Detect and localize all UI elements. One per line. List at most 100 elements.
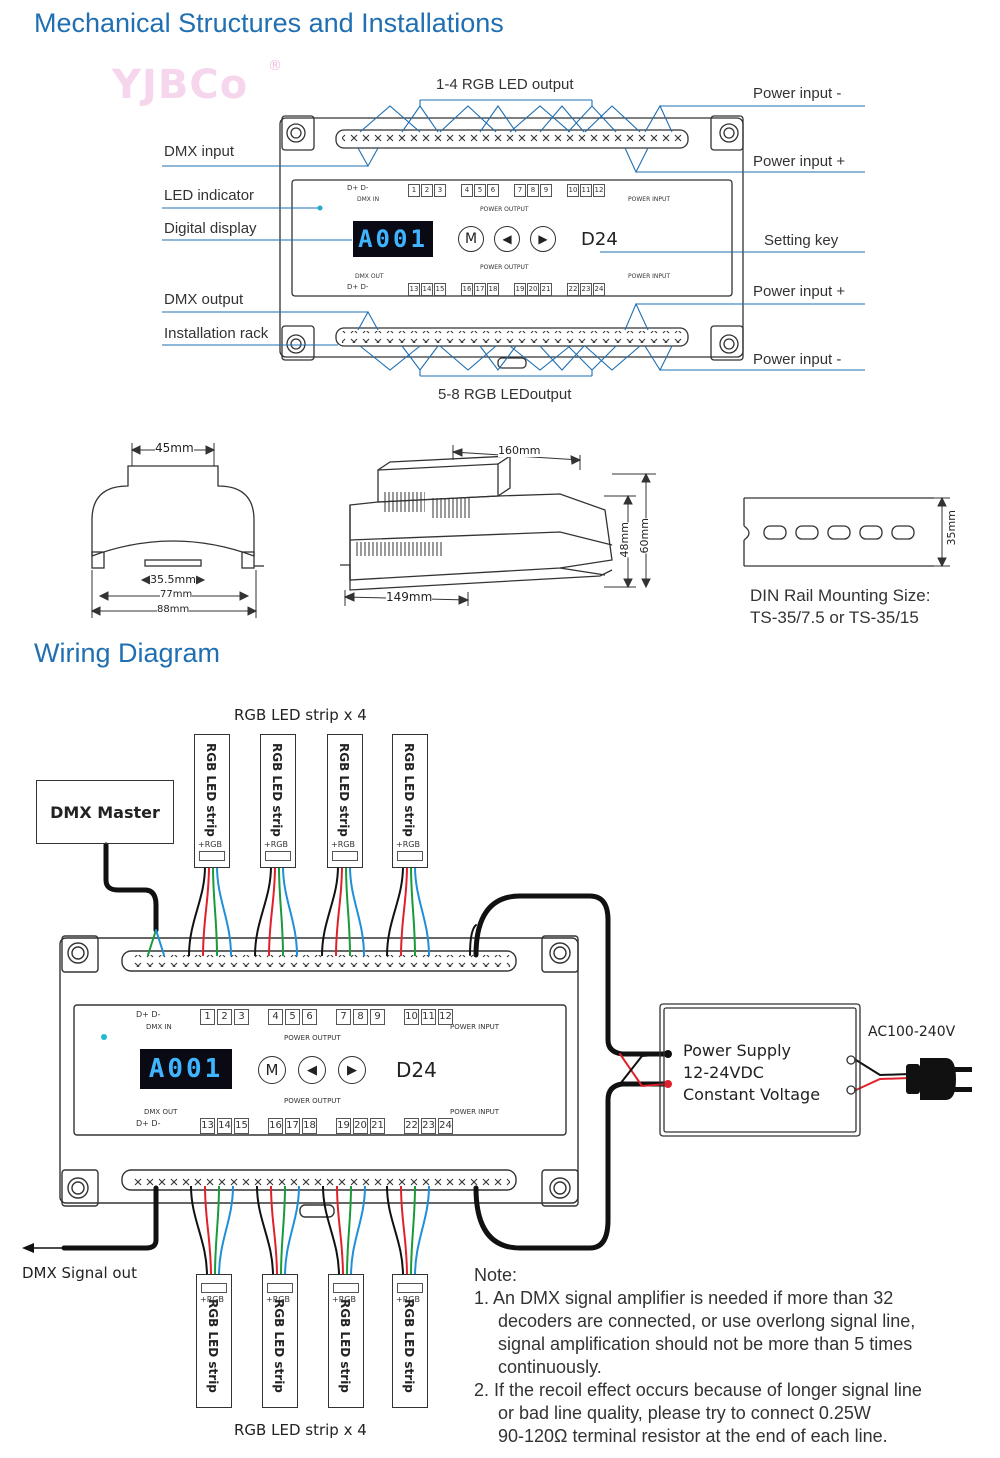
rgb-led-strip: RGB LED strip +RGB bbox=[194, 734, 230, 868]
channel-number: 14 bbox=[217, 1118, 232, 1134]
strip-wire bbox=[349, 865, 365, 957]
channel-number: 14 bbox=[421, 283, 433, 296]
strip-wire bbox=[212, 865, 218, 957]
channel-number: 13 bbox=[200, 1118, 215, 1134]
notes-heading: Note: bbox=[474, 1265, 518, 1285]
wiring-power-output-top: POWER OUTPUT bbox=[284, 1034, 341, 1042]
strip-wire bbox=[400, 1185, 408, 1277]
wiring-m-key[interactable]: M bbox=[258, 1056, 286, 1084]
strip-wire bbox=[400, 865, 408, 957]
mech-dmx-out: DMX OUT bbox=[355, 273, 384, 280]
strip-wire bbox=[345, 865, 351, 957]
label-power-minus-1: Power input - bbox=[753, 85, 842, 102]
wiring-left-key-icon[interactable]: ◀ bbox=[298, 1056, 326, 1084]
strip-wires bbox=[188, 865, 430, 1277]
channel-number: 16 bbox=[268, 1118, 283, 1134]
dim-160mm: 160mm bbox=[498, 444, 541, 457]
strip-wire bbox=[321, 865, 339, 957]
din-size-line1: DIN Rail Mounting Size: bbox=[750, 586, 931, 605]
rgb-led-strip: RGB LED strip+RGB bbox=[196, 1274, 232, 1408]
channel-number: 4 bbox=[268, 1009, 283, 1025]
dim-77mm: 77mm bbox=[160, 589, 193, 600]
label-setting-key: Setting key bbox=[764, 232, 839, 249]
note-1-line-4: continuously. bbox=[498, 1357, 602, 1377]
mech-power-input-bottom: POWER INPUT bbox=[628, 273, 671, 280]
strip-label: RGB LED strip bbox=[272, 1299, 286, 1393]
notes-block: Note: 1. An DMX signal amplifier is need… bbox=[474, 1264, 922, 1448]
note-2-line-2: or bad line quality, please try to conne… bbox=[498, 1403, 871, 1423]
channel-number: 12 bbox=[593, 184, 605, 197]
strip-wire bbox=[414, 865, 430, 957]
dim-149mm: 149mm bbox=[386, 590, 433, 604]
strip-wire bbox=[414, 1185, 430, 1277]
wiring-power-input-top: POWER INPUT bbox=[450, 1023, 500, 1031]
dim-48mm: 48mm bbox=[618, 522, 631, 558]
ac-plug-icon bbox=[906, 1058, 972, 1100]
wiring-model: D24 bbox=[396, 1058, 437, 1082]
strip-pins: +RGB bbox=[264, 840, 288, 849]
mech-right-key-icon[interactable]: ▶ bbox=[530, 226, 556, 252]
side-view-drawing bbox=[91, 465, 264, 569]
strip-pins: +RGB bbox=[200, 1295, 224, 1304]
channel-number: 9 bbox=[370, 1009, 385, 1025]
strip-wire bbox=[322, 1185, 340, 1277]
channel-number: 7 bbox=[336, 1009, 351, 1025]
wiring-title: Wiring Diagram bbox=[34, 638, 221, 668]
wiring-power-output-bottom: POWER OUTPUT bbox=[284, 1097, 341, 1105]
mech-m-key[interactable]: M bbox=[458, 226, 484, 252]
dim-35-5mm: 35.5mm bbox=[150, 573, 196, 586]
note-1-line-1: 1. An DMX signal amplifier is needed if … bbox=[474, 1288, 894, 1308]
strip-group-bottom-label: RGB LED strip x 4 bbox=[234, 1421, 367, 1439]
rgb-led-strip: RGB LED strip+RGB bbox=[392, 734, 428, 868]
channel-number: 3 bbox=[434, 184, 446, 197]
mech-left-key-icon[interactable]: ◀ bbox=[494, 226, 520, 252]
brand-watermark: YJBCo bbox=[112, 62, 249, 108]
label-power-plus-1: Power input + bbox=[753, 153, 846, 170]
wiring-right-key-icon[interactable]: ▶ bbox=[338, 1056, 366, 1084]
strip-label: RGB LED strip bbox=[206, 1299, 220, 1393]
strip-wire bbox=[284, 1185, 300, 1277]
channel-number: 3 bbox=[234, 1009, 249, 1025]
label-led-indicator: LED indicator bbox=[164, 187, 255, 204]
strip-terminal bbox=[332, 851, 358, 861]
iso-terminal-strip bbox=[356, 542, 444, 556]
strip-wire bbox=[268, 865, 276, 957]
wiring-panel-bottom-dmx: D+ D- bbox=[136, 1119, 161, 1128]
channel-number: 15 bbox=[234, 1118, 249, 1134]
strip-pins: +RGB bbox=[198, 840, 222, 849]
channel-number: 17 bbox=[285, 1118, 300, 1134]
strip-terminal bbox=[397, 1283, 423, 1293]
channel-number: 2 bbox=[421, 184, 433, 197]
strip-terminal bbox=[333, 1283, 359, 1293]
wiring-dmx-out: DMX OUT bbox=[144, 1108, 178, 1116]
channel-number: 9 bbox=[540, 184, 552, 197]
channel-number: 24 bbox=[593, 283, 605, 296]
channel-number: 1 bbox=[200, 1009, 215, 1025]
wiring-device-outline bbox=[59, 935, 579, 1218]
mech-title: Mechanical Structures and Installations bbox=[34, 8, 504, 38]
channel-number: 6 bbox=[487, 184, 499, 197]
note-2-line-3: 90-120Ω terminal resistor at the end of … bbox=[498, 1426, 888, 1446]
wiring-lcd-display: A001 bbox=[140, 1049, 232, 1089]
channel-number: 4 bbox=[461, 184, 473, 197]
wiring-led-indicator bbox=[101, 1034, 107, 1040]
mech-terminal-bottom bbox=[342, 331, 682, 343]
label-rgb-out-bottom: 5-8 RGB LEDoutput bbox=[438, 386, 572, 403]
mech-panel-top-row: D+ D- bbox=[347, 184, 369, 192]
mech-led-indicator-dot bbox=[317, 205, 323, 211]
psu-box bbox=[659, 1003, 861, 1137]
label-dmx-input: DMX input bbox=[164, 143, 235, 160]
channel-number: 8 bbox=[353, 1009, 368, 1025]
strip-label: RGB LED strip bbox=[204, 743, 218, 837]
channel-number: 23 bbox=[580, 283, 592, 296]
channel-number: 19 bbox=[514, 283, 526, 296]
dim-45mm: 45mm bbox=[155, 441, 194, 455]
dim-60mm: 60mm bbox=[638, 518, 651, 554]
rgb-led-strip: RGB LED strip+RGB bbox=[260, 734, 296, 868]
channel-number: 12 bbox=[438, 1009, 453, 1025]
channel-number: 2 bbox=[217, 1009, 232, 1025]
label-dmx-output: DMX output bbox=[164, 291, 244, 308]
dmx-out-arrowhead bbox=[22, 1243, 34, 1253]
